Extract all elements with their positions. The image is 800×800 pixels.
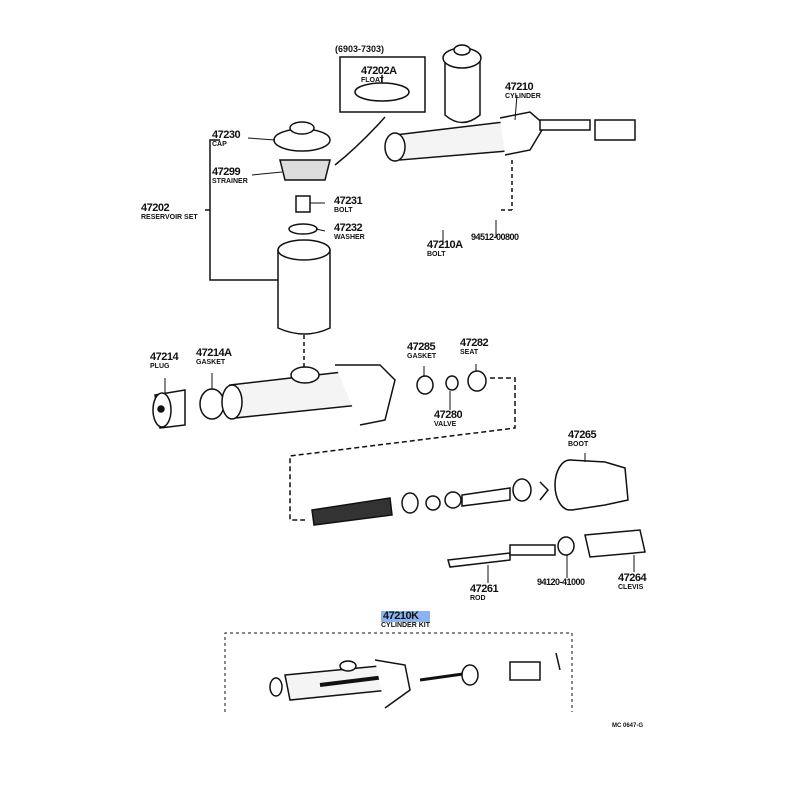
float-inset-box (339, 56, 426, 113)
reservoir-drawing (273, 121, 331, 335)
cylinder-kit-drawing (269, 652, 561, 709)
assembly-dashed-line (289, 377, 516, 521)
master-cylinder-body (152, 364, 396, 429)
reservoir-set-bracket (209, 139, 280, 281)
float-part (354, 82, 410, 102)
valve-parts (416, 370, 487, 395)
rod-clevis-parts (447, 529, 646, 568)
cylinder-kit-box (224, 632, 573, 712)
leader-lines (164, 94, 635, 583)
part-label-94120-41000[interactable]: 94120-41000 (537, 577, 585, 587)
part-label-94512-00800[interactable]: 94512-00800 (471, 232, 519, 242)
diagram-code: MC 0647-G (612, 723, 644, 729)
float-pointer-line (334, 116, 386, 166)
date-range-label: (6903-7303) (335, 44, 385, 54)
piston-parts (311, 459, 629, 526)
cylinder-47210-drawing (384, 44, 636, 162)
